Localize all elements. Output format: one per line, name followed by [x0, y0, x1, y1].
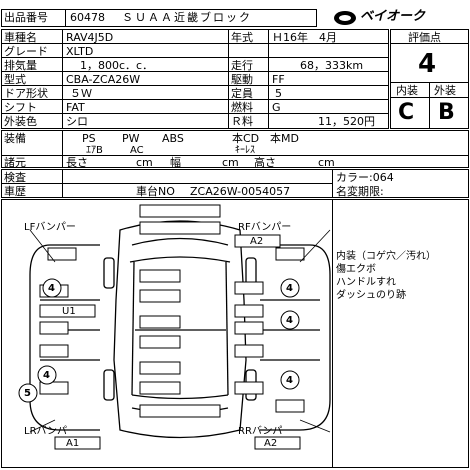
score-value: 4	[418, 49, 437, 79]
note-1: 内装（コゲ穴／汚れ）	[336, 251, 436, 262]
damage-marker: 4	[286, 375, 293, 386]
grade-value: XLTD	[66, 45, 94, 58]
displacement-label: 排気量	[4, 59, 37, 72]
capacity-label: 定員	[231, 87, 253, 100]
interior-grade: C	[398, 100, 415, 125]
displacement-value: 1，800c．c．	[80, 59, 154, 72]
spec-table	[1, 29, 389, 129]
equip-airbag: ｴｱB	[86, 145, 103, 156]
dim-length-unit: cm	[136, 156, 153, 169]
damage-circles	[18, 278, 300, 403]
fuel-label: 燃料	[231, 101, 253, 114]
color-label: 外装色	[4, 115, 37, 128]
dim-height: 高さ	[254, 156, 276, 169]
model-label: 型式	[4, 73, 26, 86]
doors-label: ドア形状	[4, 87, 48, 100]
tax-label: Ｒ料	[231, 115, 253, 128]
rf-bumper-label: RFバンパー	[238, 222, 292, 233]
chassis-prefix: 車台NO	[136, 185, 175, 198]
equip-md: 本MD	[270, 132, 299, 145]
shift-label: シフト	[4, 101, 37, 114]
year-label: 年式	[231, 31, 253, 44]
note-2: 傷エクボ	[336, 264, 376, 275]
doors-value: ５Ｗ	[70, 87, 92, 100]
rr-bumper-code: A2	[264, 438, 278, 449]
rf-bumper-code: A2	[250, 236, 264, 247]
logo-text: ベイオーク	[360, 9, 426, 24]
damage-marker: 4	[286, 315, 293, 326]
year-value: Ｈ16年 4月	[272, 31, 337, 44]
check-label: 検査	[4, 171, 26, 184]
model-value: CBA-ZCA26W	[66, 73, 141, 86]
exterior-grade: B	[438, 100, 455, 125]
equip-ps: PS	[82, 132, 96, 145]
diagram-box	[1, 199, 469, 468]
leader-lines	[29, 229, 331, 433]
logo-icon	[334, 11, 356, 25]
interior-label: 内装	[396, 84, 418, 97]
color-code: カラー:064	[336, 171, 394, 184]
mileage-label: 走行	[231, 59, 253, 72]
capacity-value: 5	[275, 87, 282, 100]
note-3: ハンドルすれ	[336, 277, 396, 288]
fuel-value: G	[272, 101, 281, 114]
grade-label: グレード	[4, 45, 48, 58]
shift-value: FAT	[66, 101, 85, 114]
equip-ac: AC	[130, 145, 144, 156]
dim-length: 長さ	[66, 156, 88, 169]
rr-bumper-label: RRバンパー	[238, 426, 293, 437]
dim-height-unit: cm	[318, 156, 335, 169]
left-panel-code: U1	[62, 306, 76, 317]
equip-cd: 本CD	[232, 132, 260, 145]
equip-abs: ABS	[162, 132, 184, 145]
damage-marker: 4	[43, 370, 50, 381]
mileage-value: 68，333km	[300, 59, 364, 72]
dim-width: 幅	[170, 156, 181, 169]
equipment-label: 装備	[4, 132, 26, 145]
dim-width-unit: cm	[222, 156, 239, 169]
lot-label: 出品番号	[4, 11, 48, 24]
damage-marker: 5	[24, 388, 31, 399]
damage-marker: 4	[286, 283, 293, 294]
lr-bumper-code: A1	[66, 438, 80, 449]
name-label: 車種名	[4, 31, 37, 44]
damage-marker: 4	[48, 283, 55, 294]
equip-pw: PW	[122, 132, 140, 145]
drive-value: FF	[272, 73, 285, 86]
name-value: RAV4J5D	[66, 31, 114, 44]
chassis-number: ZCA26W-0054057	[190, 185, 291, 198]
note-4: ダッシュのり跡	[336, 290, 406, 301]
venue-name: ＳＵＡＡ近畿ブロック	[122, 11, 252, 24]
tax-value: 11，520円	[318, 115, 375, 128]
equip-keyless: ｷｰﾚｽ	[235, 145, 255, 156]
lot-no-box	[65, 9, 317, 27]
equipment-box	[1, 130, 469, 168]
dimensions-label: 諸元	[4, 156, 26, 169]
exterior-label: 外装	[434, 84, 456, 97]
score-label: 評価点	[408, 31, 441, 44]
name-change-deadline: 名変期限:	[336, 185, 384, 198]
panel-boxes	[39, 204, 305, 450]
lf-bumper-label: LFバンパー	[24, 222, 76, 233]
lr-bumper-label: LRバンパー	[24, 426, 78, 437]
drive-label: 駆動	[231, 73, 253, 86]
lot-number: 60478	[70, 11, 105, 24]
history-label: 車歴	[4, 185, 26, 198]
color-value: シロ	[66, 115, 88, 128]
